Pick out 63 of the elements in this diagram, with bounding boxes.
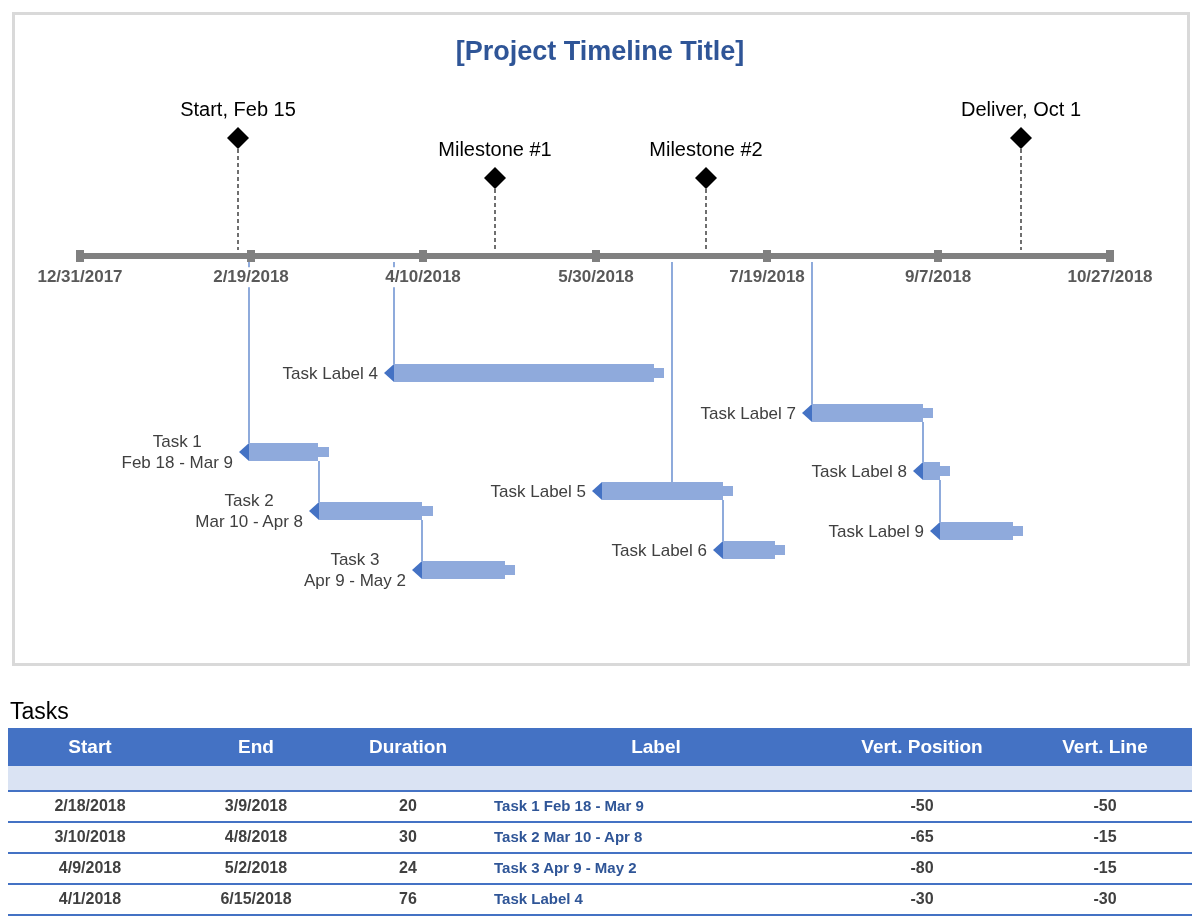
milestone-label: Deliver, Oct 1 [961,98,1081,120]
task-label: Task 3 [330,550,380,569]
connector-line [421,519,423,562]
task-label: Task 1 [152,432,202,451]
connector-line [248,261,250,444]
position-value: -50 [910,796,934,816]
end-date: 6/15/2018 [220,889,292,909]
dashed-drop-line [1020,148,1022,251]
column-header: Duration [368,736,448,758]
duration-value: 20 [399,796,417,816]
line-value: -15 [1093,858,1117,878]
connector-line [671,261,673,483]
line-value: -50 [1093,796,1117,816]
task-label: Task Label 4 [282,363,378,383]
connector-line [811,261,813,405]
task-label: Task Label 5 [490,481,586,501]
start-date: 2/18/2018 [54,796,126,816]
connector-line [922,421,924,463]
connector-line [722,499,724,542]
line-value: -30 [1093,889,1117,909]
task-label: Feb 18 - Mar 9 [121,453,233,472]
connector-line [393,261,395,365]
column-header: End [238,736,274,758]
chart-title: [Project Timeline Title] [455,36,745,68]
end-date: 4/8/2018 [224,827,288,847]
dashed-drop-line [705,188,707,251]
connector-line [318,460,320,503]
task-label: Task Label 7 [700,403,796,423]
column-header: Vert. Position [861,736,983,758]
task-label-text: Task 3 Apr 9 - May 2 [494,859,637,877]
column-header: Vert. Line [1062,736,1148,758]
duration-value: 76 [399,889,417,909]
task-label: Task Label 8 [811,461,907,481]
task-label: Task Label 9 [828,521,924,541]
milestone-label: Start, Feb 15 [180,98,296,120]
start-date: 4/9/2018 [58,858,122,878]
milestone-label: Milestone #2 [649,138,763,160]
task-label-text: Task 2 Mar 10 - Apr 8 [494,828,643,846]
axis-date-label: 2/19/2018 [211,267,291,287]
position-value: -80 [910,858,934,878]
end-date: 3/9/2018 [224,796,288,816]
start-date: 3/10/2018 [54,827,126,847]
task-label: Mar 10 - Apr 8 [195,512,303,531]
axis-date-label: 4/10/2018 [383,267,463,287]
position-value: -30 [910,889,934,909]
dashed-drop-line [494,188,496,251]
start-date: 4/1/2018 [58,889,122,909]
task-label: Task 2 [224,491,274,510]
position-value: -65 [910,827,934,847]
task-label-text: Task Label 4 [494,890,583,908]
table-title: Tasks [10,697,69,725]
task-label: Task Label 6 [611,540,707,560]
duration-value: 30 [399,827,417,847]
line-value: -15 [1093,827,1117,847]
column-header: Label [631,736,681,758]
milestone-label: Milestone #1 [438,138,552,160]
task-label-text: Task 1 Feb 18 - Mar 9 [494,797,644,815]
column-header: Start [68,736,112,758]
connector-line [939,479,941,523]
duration-value: 24 [399,858,417,878]
dashed-drop-line [237,148,239,251]
task-label: Apr 9 - May 2 [303,571,406,590]
end-date: 5/2/2018 [224,858,288,878]
